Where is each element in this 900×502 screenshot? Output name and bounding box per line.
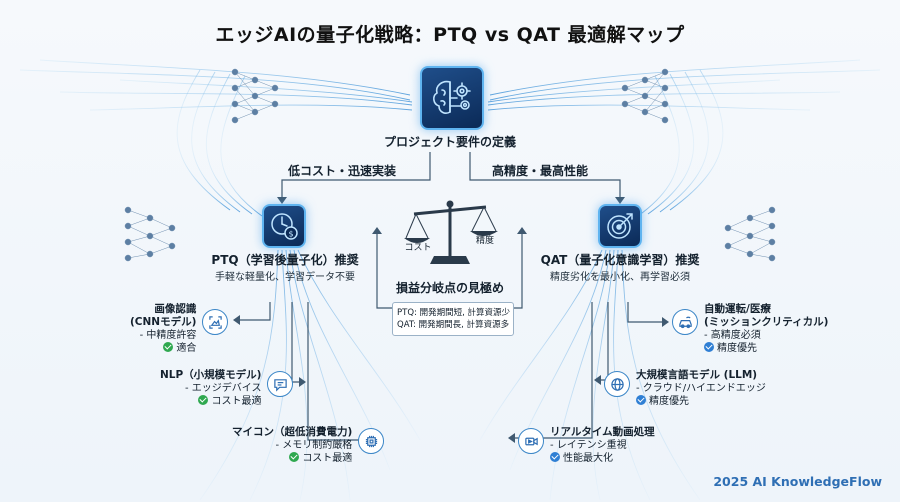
qat-title: QAT（量子化意識学習）推奨	[540, 253, 700, 267]
ptq-title: PTQ（学習後量子化）推奨	[211, 253, 359, 267]
case-detail: - メモリ制約厳格	[275, 440, 353, 451]
clock-coin-icon: $	[262, 204, 306, 248]
case-title-sub: (ミッションクリティカル)	[704, 316, 829, 328]
neural-net-mid-right	[724, 206, 776, 262]
case-badge: 精度優先	[649, 396, 689, 407]
ptq-case-nlp: NLP（小規模モデル) - エッジデバイス コスト最適	[160, 369, 294, 408]
neural-net-top-left	[231, 68, 279, 124]
neural-net-top-right	[621, 68, 669, 124]
balance-label: 損益分岐点の見極め	[395, 281, 504, 295]
case-detail: - レイテンシ重視	[550, 440, 627, 451]
case-detail: - 中精度許容	[139, 330, 197, 341]
scale-left-pan-label: コスト	[404, 243, 432, 253]
case-detail: - クラウド/ハイエンドエッジ	[636, 383, 766, 394]
neural-net-mid-left	[124, 206, 176, 262]
svg-text:$: $	[288, 230, 293, 239]
check-icon	[550, 452, 560, 462]
case-title: NLP（小規模モデル)	[160, 369, 262, 381]
microchip-icon	[358, 428, 385, 454]
qat-subtitle: 精度劣化を最小化、再学習必須	[550, 272, 690, 283]
branch-right-label: 高精度・最高性能	[492, 164, 589, 178]
tradeoff-line-ptq: PTQ: 開発期間短, 計算資源少	[397, 308, 510, 318]
brain-gears-icon	[420, 66, 484, 130]
flow-lines-top-left	[19, 59, 413, 217]
scale-icon	[404, 200, 498, 264]
globe-network-icon	[604, 371, 630, 397]
branch-left-label: 低コスト・迅速実装	[288, 164, 397, 178]
case-title: マイコン（超低消費電力)	[232, 426, 353, 438]
case-title: 大規模言語モデル (LLM)	[636, 369, 758, 381]
case-title: 画像認識	[154, 303, 197, 315]
case-badge: 精度優先	[717, 343, 757, 354]
scale-right-pan-label: 精度	[475, 236, 494, 246]
page-title: エッジAIの量子化戦略：PTQ vs QAT 最適解マップ	[215, 24, 685, 46]
check-icon	[163, 342, 174, 352]
case-title: リアルタイム動画処理	[550, 426, 655, 438]
check-icon	[289, 452, 300, 462]
check-icon	[704, 342, 714, 352]
case-badge: コスト最適	[302, 453, 353, 464]
qat-case-realtime-video: リアルタイム動画処理 - レイテンシ重視 性能最大化	[518, 426, 655, 465]
ptq-case-image-recognition: 画像認識 (CNNモデル) - 中精度許容 適合	[130, 303, 229, 355]
case-badge: 適合	[176, 343, 197, 354]
qat-case-llm: 大規模言語モデル (LLM) - クラウド/ハイエンドエッジ 精度優先	[604, 369, 766, 408]
case-badge: 性能最大化	[563, 453, 613, 464]
video-camera-icon	[518, 428, 544, 454]
footer-brand: 2025 AI KnowledgeFlow	[713, 474, 882, 489]
case-title-sub: (CNNモデル)	[130, 316, 197, 328]
image-recognition-icon	[202, 309, 229, 335]
ptq-case-microcontroller: マイコン（超低消費電力) - メモリ制約厳格 コスト最適	[232, 426, 385, 465]
check-icon	[636, 395, 646, 405]
qat-case-autonomous-medical: 自動運転/医療 (ミッションクリティカル) - 高精度必須 精度優先	[672, 303, 828, 355]
check-icon	[198, 395, 209, 405]
ptq-subtitle: 手軽な軽量化、学習データ不要	[215, 272, 355, 283]
case-title: 自動運転/医療	[704, 303, 771, 315]
car-icon	[672, 309, 698, 335]
tradeoff-line-qat: QAT: 開発期間長, 計算資源多	[397, 320, 510, 330]
flow-lines-bottom-right	[479, 249, 701, 501]
flow-lines-top-right	[487, 59, 881, 217]
target-arrow-icon	[598, 204, 642, 248]
case-detail: - 高精度必須	[704, 330, 761, 341]
chat-bubble-icon	[267, 371, 294, 397]
case-badge: コスト最適	[211, 396, 262, 407]
case-detail: - エッジデバイス	[184, 383, 262, 394]
root-label: プロジェクト要件の定義	[383, 135, 516, 149]
tradeoff-box: PTQ: 開発期間短, 計算資源少 QAT: 開発期間長, 計算資源多	[392, 302, 514, 336]
